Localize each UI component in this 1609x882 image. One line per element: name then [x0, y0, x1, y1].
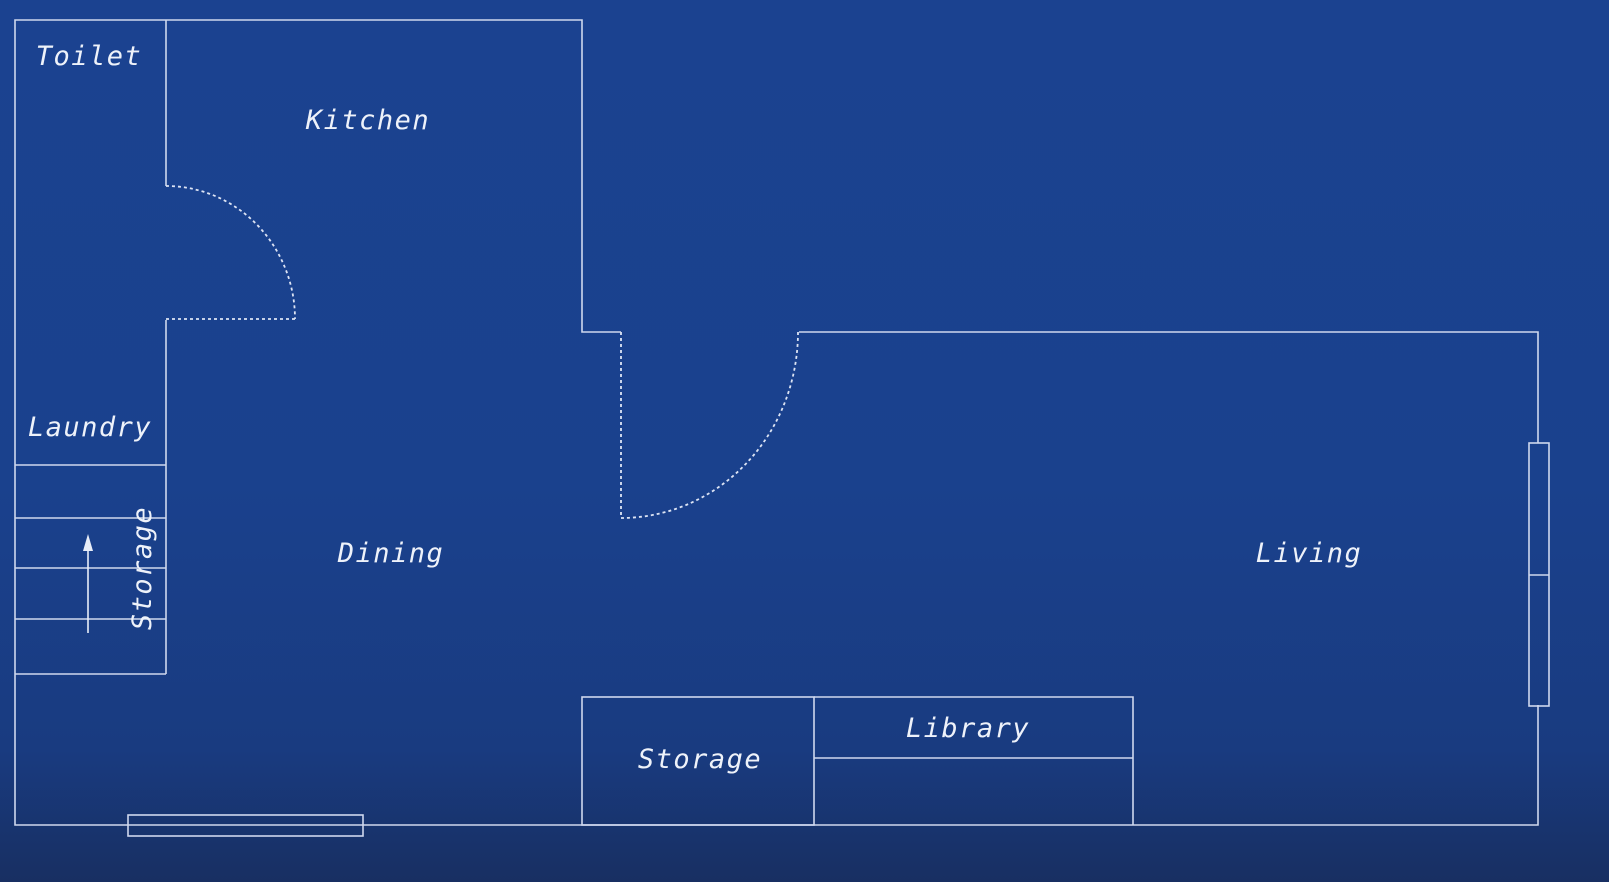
kitchen-door-swing — [165, 185, 296, 320]
bottom-window — [127, 814, 364, 837]
room-label-toilet: Toilet — [36, 41, 143, 72]
library-outline — [814, 696, 1134, 825]
room-label-living: Living — [1256, 538, 1363, 569]
room-label-dining: Dining — [337, 538, 445, 569]
room-label-kitchen: Kitchen — [305, 105, 430, 136]
room-label-storage: Storage — [638, 744, 762, 775]
room-label-laundry: Laundry — [28, 412, 152, 443]
outer-wall — [14, 19, 1539, 826]
room-label-stair-storage: Storage — [127, 506, 158, 630]
outer-wall-living-top — [799, 331, 1539, 443]
room-label-library: Library — [906, 713, 1030, 744]
storage-room-outline — [581, 696, 815, 826]
living-door-swing — [620, 331, 799, 519]
stair-arrow-head — [83, 534, 93, 551]
